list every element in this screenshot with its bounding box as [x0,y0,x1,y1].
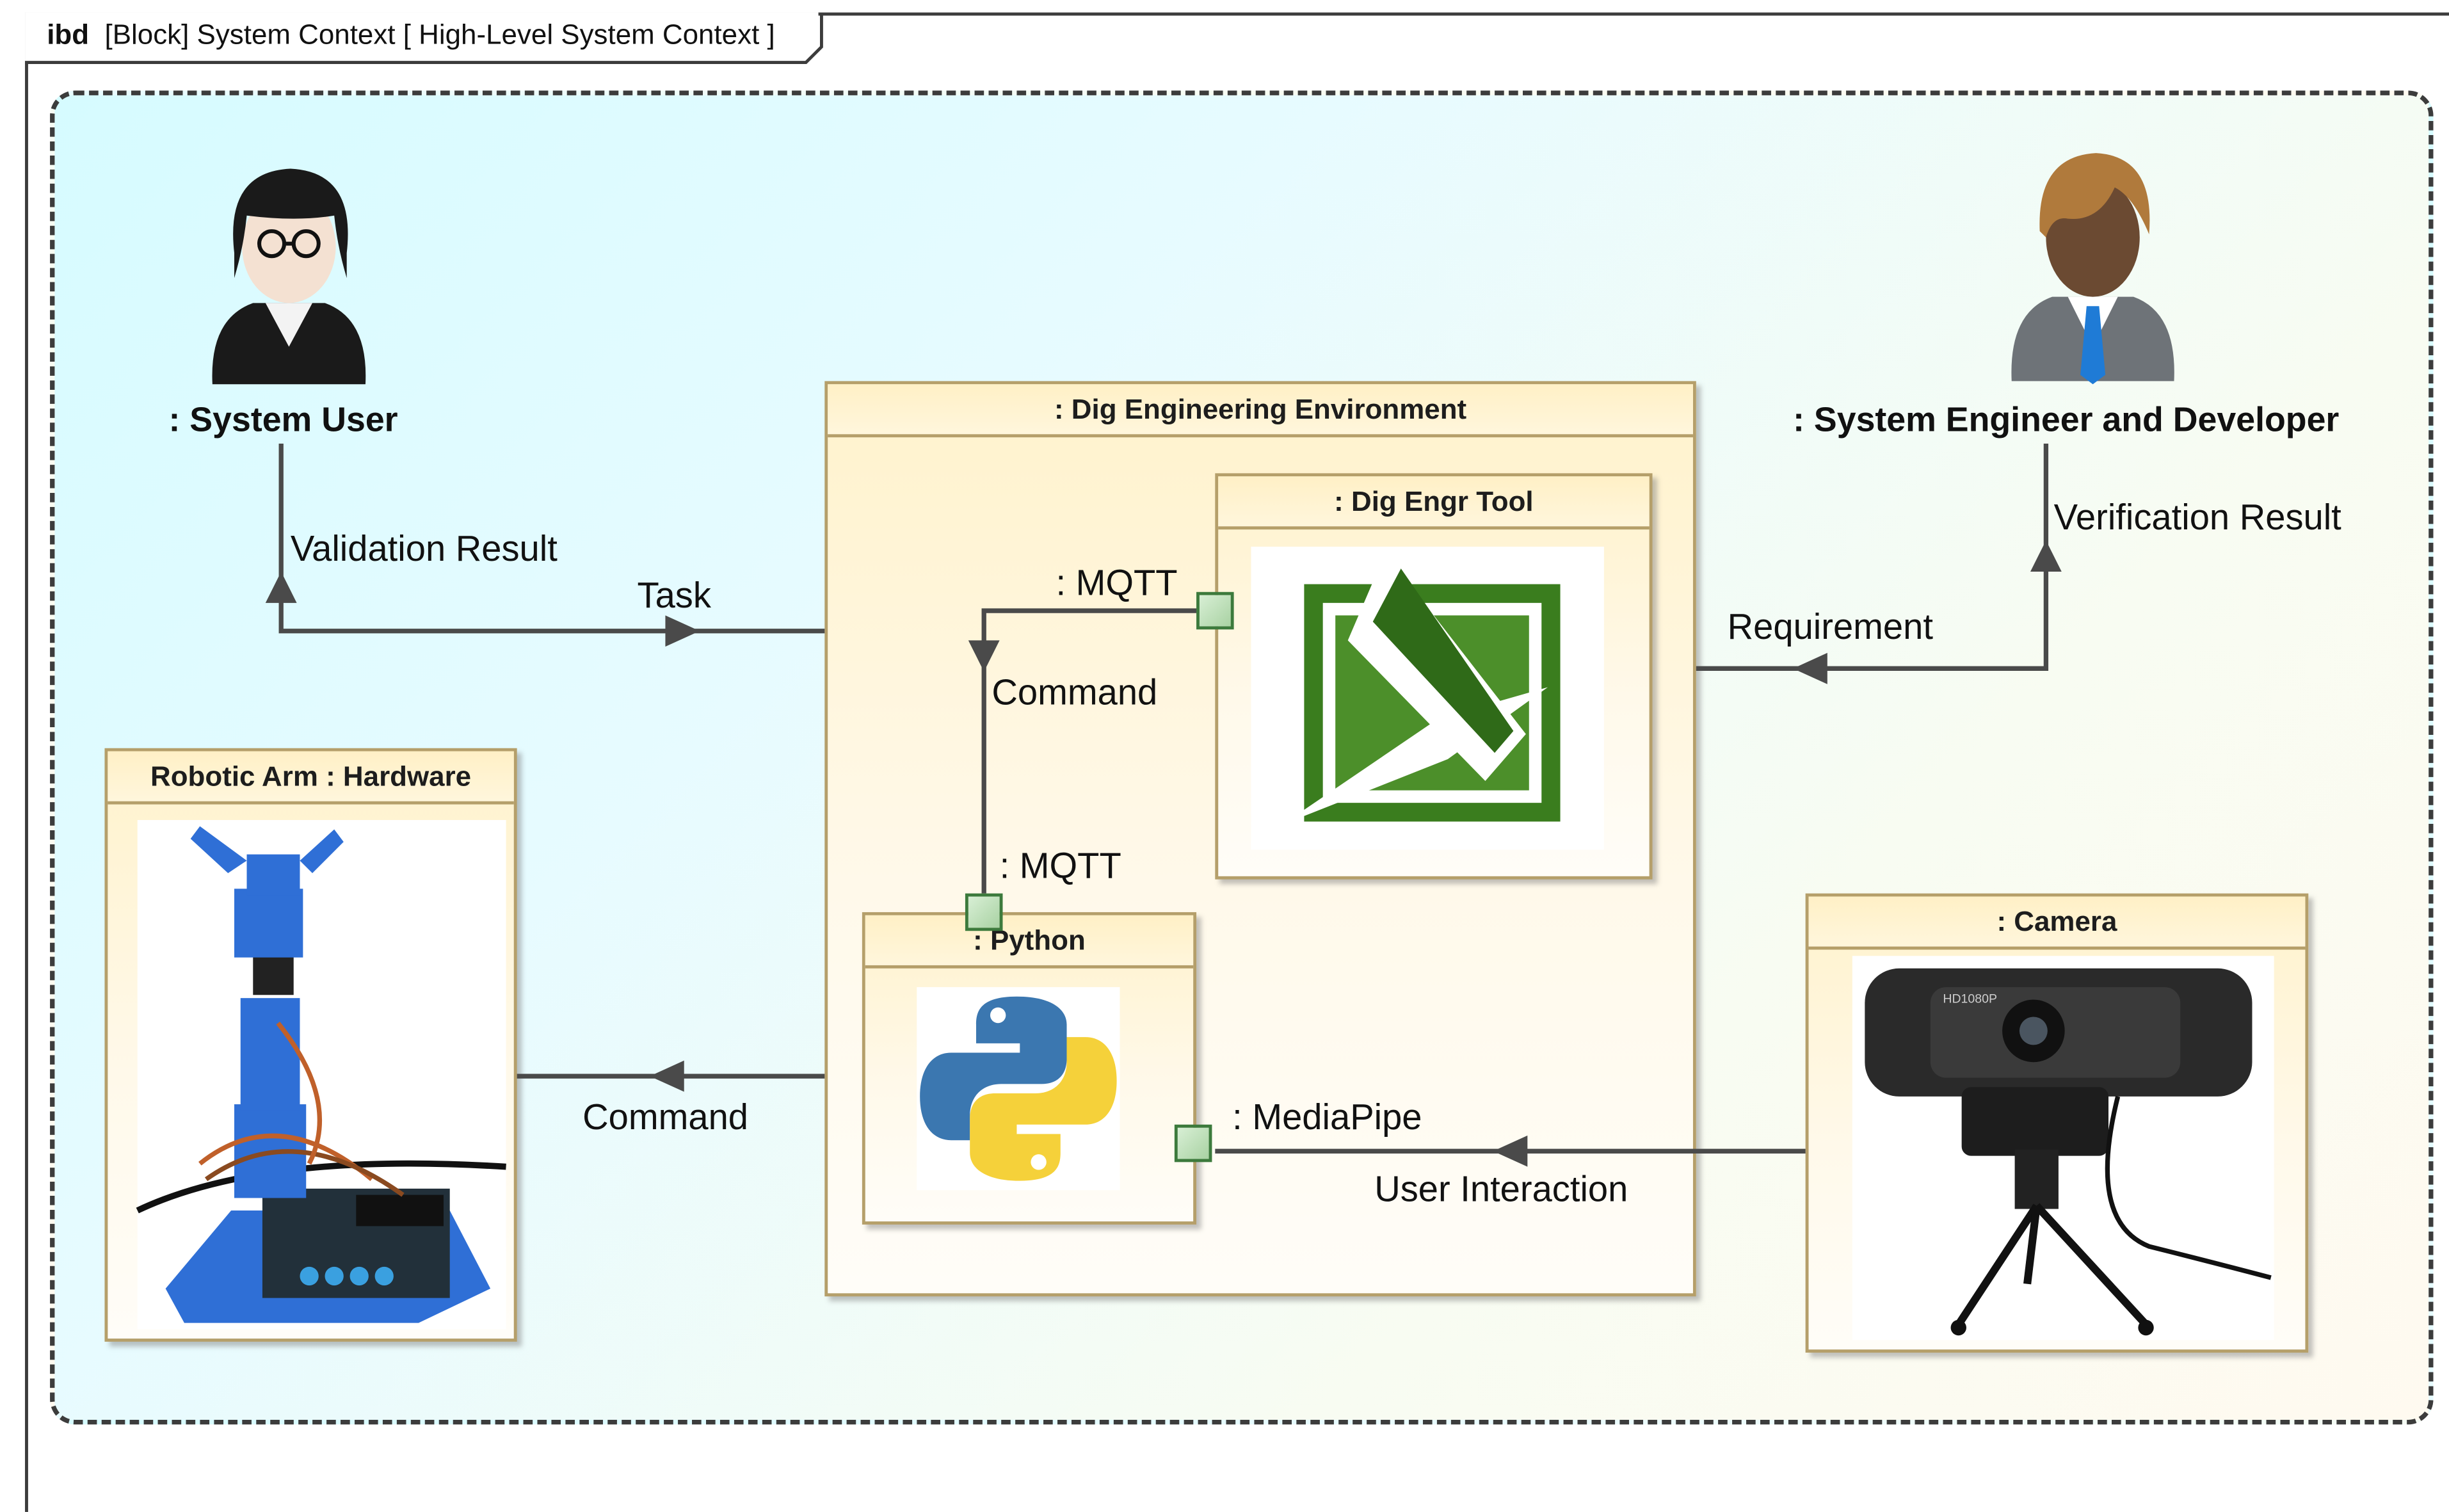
user-interaction-arrowhead [1493,1135,1528,1167]
engineer-label: : System Engineer and Developer [1793,399,2340,439]
task-label: Task [637,574,711,616]
task-arrowhead [665,615,700,647]
person-male-icon [2011,153,2174,385]
robotic-arm-photo [136,820,506,1330]
task-connector [278,443,825,634]
connector-layer [265,443,2062,1167]
validation-result-label: Validation Result [290,527,558,569]
verification-arrowhead [2030,540,2062,572]
internal-command-label: Command [992,672,1158,712]
environment-title: : Dig Engineering Environment [828,384,1693,438]
python-mqtt-label: : MQTT [999,845,1121,886]
frame-title: ibd [Block] System Context [ High-Level … [47,19,775,51]
tool-mqtt-port[interactable] [1196,591,1234,630]
webcam-photo: HD1080P [1852,956,2274,1340]
requirement-arrowhead [1793,652,1827,684]
diagram-stage: ibd [Block] System Context [ High-Level … [25,12,2449,1512]
mediapipe-label: : MediaPipe [1232,1096,1422,1138]
verification-result-label: Verification Result [2053,496,2341,538]
mqtt-connector [981,608,1197,894]
mediapipe-port[interactable] [1174,1124,1212,1162]
validation-arrowhead [265,572,297,603]
frame-tab-outline [25,12,823,65]
system-user-label: : System User [168,399,398,439]
camera-badge: HD1080P [1943,992,1997,1006]
python-mqtt-port[interactable] [965,893,1003,931]
tool-mqtt-label: : MQTT [1056,562,1178,603]
command-arrowhead [968,640,1000,672]
frame-header [25,12,823,65]
person-female-icon [212,168,366,385]
dig-engr-tool-logo [1251,547,1604,850]
frame-title-text: [Block] System Context [ High-Level Syst… [104,19,775,51]
robot-command-arrowhead [650,1060,684,1092]
python-logo [917,987,1120,1191]
ibd-frame [25,12,2449,1512]
user-interaction-label: User Interaction [1374,1168,1628,1209]
robot-command-label: Command [582,1096,749,1138]
tool-title: : Dig Engr Tool [1218,476,1650,530]
frame-kind: ibd [47,19,90,51]
camera-title: : Camera [1808,896,2306,950]
python-title: : Python [865,915,1194,969]
requirement-label: Requirement [1727,606,1933,647]
robot-title: Robotic Arm : Hardware [108,751,514,805]
